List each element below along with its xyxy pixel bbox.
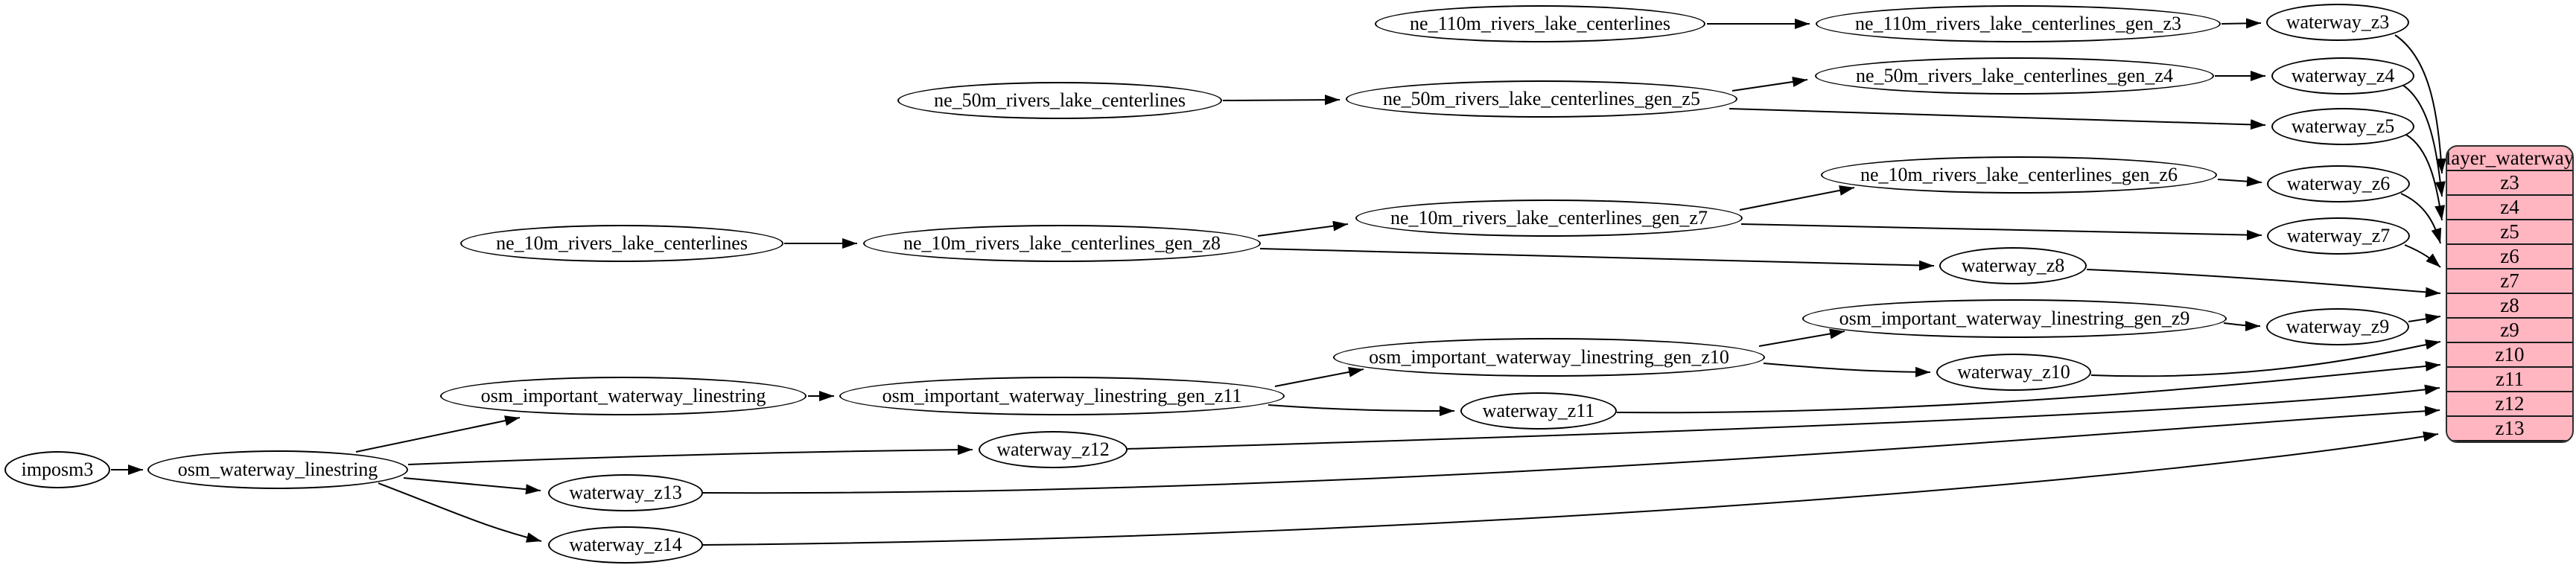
edge-waterway_z5-row_z5: [2405, 134, 2446, 221]
edge-waterway_z11-row_z11: [1616, 360, 2441, 414]
edge-gen_z9-waterway_z9: [2223, 320, 2261, 331]
record-row-z3: z3: [2447, 170, 2572, 194]
node-ne_50m_rivers_lake_centerlines_gen_z4: ne_50m_rivers_lake_centerlines_gen_z4: [1815, 57, 2214, 95]
node-label: waterway_z14: [569, 534, 682, 555]
record-layer_waterway: layer_waterway z3 z4 z5 z6 z7 z8 z9 z10 …: [2446, 145, 2574, 443]
node-label: osm_important_waterway_linestring_gen_z9: [1839, 307, 2190, 329]
node-label: waterway_z10: [1957, 361, 2070, 383]
edge-gen_z5-gen_z4: [1731, 77, 1808, 92]
node-label: waterway_z13: [569, 482, 682, 503]
edge-waterway_z12-row_z12: [1127, 384, 2440, 450]
node-label: ne_50m_rivers_lake_centerlines_gen_z5: [1383, 88, 1700, 109]
edge-gen_z7-gen_z6: [1739, 185, 1855, 211]
node-label: osm_important_waterway_linestring_gen_z1…: [1369, 346, 1729, 368]
node-label: ne_10m_rivers_lake_centerlines_gen_z8: [903, 232, 1221, 254]
node-waterway_z11: waterway_z11: [1460, 392, 1617, 430]
edge-waterway_z14-row_z14: [702, 431, 2439, 546]
record-row-z8: z8: [2447, 293, 2572, 317]
node-waterway_z7: waterway_z7: [2267, 217, 2410, 255]
node-waterway_z8: waterway_z8: [1939, 247, 2087, 284]
edge-osm_waterway_linestring-waterway_z14: [378, 482, 542, 543]
edge-waterway_z6-row_z6: [2400, 193, 2442, 244]
node-ne_10m_rivers_lake_centerlines: ne_10m_rivers_lake_centerlines: [460, 225, 783, 262]
node-waterway_z14: waterway_z14: [548, 526, 703, 564]
node-osm_important_waterway_linestring: osm_important_waterway_linestring: [440, 377, 807, 415]
edge-gen_z11-waterway_z11: [1268, 404, 1455, 416]
node-waterway_z4: waterway_z4: [2271, 57, 2414, 95]
edge-gen_z10-waterway_z10: [1763, 363, 1931, 377]
node-label: waterway_z8: [1961, 255, 2065, 276]
edge-gen_z5-waterway_z5: [1729, 108, 2266, 130]
node-waterway_z9: waterway_z9: [2266, 308, 2409, 345]
node-label: waterway_z5: [2291, 115, 2395, 137]
record-row-z4: z4: [2447, 194, 2572, 219]
edge-osm_waterway_linestring-waterway_z12: [407, 444, 973, 465]
edge-waterway_z8-row_z8: [2086, 269, 2441, 298]
node-label: ne_50m_rivers_lake_centerlines_gen_z4: [1856, 65, 2173, 86]
edge-gen_z11-gen_z10: [1274, 366, 1364, 387]
edge-osm_waterway_linestring-waterway_z13: [403, 477, 541, 495]
record-row-z12: z12: [2447, 391, 2572, 415]
edge-waterway_z3-row_z3: [2394, 34, 2446, 174]
edge-gen_z6-waterway_z6: [2217, 176, 2262, 187]
node-osm_important_waterway_linestring_gen_z11: osm_important_waterway_linestring_gen_z1…: [839, 377, 1285, 415]
node-ne_50m_rivers_lake_centerlines: ne_50m_rivers_lake_centerlines: [897, 82, 1222, 119]
node-ne_110m_rivers_lake_centerlines: ne_110m_rivers_lake_centerlines: [1375, 5, 1705, 42]
node-label: ne_110m_rivers_lake_centerlines_gen_z3: [1855, 13, 2181, 34]
node-waterway_z3: waterway_z3: [2266, 4, 2409, 41]
edge-osm_waterway_linestring-osm_important_waterway_linestring: [355, 415, 521, 453]
node-waterway_z10: waterway_z10: [1936, 354, 2091, 391]
node-label: waterway_z9: [2286, 316, 2390, 337]
edge-gen_z3-waterway_z3: [2221, 18, 2262, 29]
node-waterway_z13: waterway_z13: [548, 474, 703, 511]
node-label: ne_10m_rivers_lake_centerlines_gen_z7: [1390, 207, 1708, 229]
node-label: osm_important_waterway_linestring_gen_z1…: [882, 385, 1242, 406]
node-label: waterway_z3: [2286, 11, 2390, 33]
node-ne_10m_rivers_lake_centerlines_gen_z8: ne_10m_rivers_lake_centerlines_gen_z8: [863, 225, 1261, 262]
edge-waterway_z9-row_z9: [2408, 313, 2441, 324]
edge-waterway_z10-row_z10: [2090, 339, 2441, 377]
record-row-z7: z7: [2447, 268, 2572, 293]
node-label: ne_110m_rivers_lake_centerlines: [1410, 13, 1670, 34]
record-title: layer_waterway: [2446, 147, 2574, 169]
record-row-z10: z10: [2447, 342, 2572, 366]
node-waterway_z6: waterway_z6: [2267, 165, 2410, 202]
node-label: waterway_z6: [2286, 173, 2391, 194]
edge-gen_z8-waterway_z8: [1259, 248, 1935, 271]
edge-gen_z10-gen_z9: [1758, 328, 1845, 347]
node-label: waterway_z11: [1482, 400, 1595, 421]
node-label: waterway_z4: [2291, 65, 2395, 86]
node-imposm3: imposm3: [4, 451, 110, 488]
node-label: osm_important_waterway_linestring: [480, 385, 766, 406]
node-ne_50m_rivers_lake_centerlines_gen_z5: ne_50m_rivers_lake_centerlines_gen_z5: [1346, 80, 1737, 118]
node-label: waterway_z12: [996, 438, 1110, 460]
record-row-z6: z6: [2447, 243, 2572, 268]
node-label: ne_50m_rivers_lake_centerlines: [934, 89, 1186, 111]
edge-gen_z8-gen_z7: [1257, 220, 1349, 237]
edge-waterway_z7-row_z7: [2404, 244, 2441, 268]
node-waterway_z5: waterway_z5: [2271, 108, 2414, 145]
node-label: ne_10m_rivers_lake_centerlines_gen_z6: [1860, 164, 2178, 185]
node-ne_10m_rivers_lake_centerlines_gen_z6: ne_10m_rivers_lake_centerlines_gen_z6: [1821, 156, 2217, 194]
record-row-z11: z11: [2447, 366, 2572, 391]
record-row-z5: z5: [2447, 219, 2572, 243]
edge-waterway_z4-row_z4: [2402, 84, 2446, 197]
node-label: waterway_z7: [2286, 225, 2391, 246]
edge-gen_z7-waterway_z7: [1740, 223, 2262, 240]
node-ne_110m_rivers_lake_centerlines_gen_z3: ne_110m_rivers_lake_centerlines_gen_z3: [1816, 5, 2221, 42]
node-label: imposm3: [21, 459, 94, 480]
node-osm_important_waterway_linestring_gen_z10: osm_important_waterway_linestring_gen_z1…: [1333, 338, 1765, 377]
node-ne_10m_rivers_lake_centerlines_gen_z7: ne_10m_rivers_lake_centerlines_gen_z7: [1355, 200, 1743, 237]
node-osm_waterway_linestring: osm_waterway_linestring: [147, 450, 408, 489]
record-row-z13: z13: [2447, 415, 2572, 440]
node-osm_important_waterway_linestring_gen_z9: osm_important_waterway_linestring_gen_z9: [1802, 299, 2227, 338]
node-waterway_z12: waterway_z12: [979, 431, 1128, 468]
record-row-z14: z14+: [2447, 440, 2572, 441]
node-label: osm_waterway_linestring: [177, 459, 378, 480]
node-label: ne_10m_rivers_lake_centerlines: [496, 232, 748, 254]
edge-waterway_z13-row_z13: [702, 406, 2440, 494]
record-row-z9: z9: [2447, 317, 2572, 342]
